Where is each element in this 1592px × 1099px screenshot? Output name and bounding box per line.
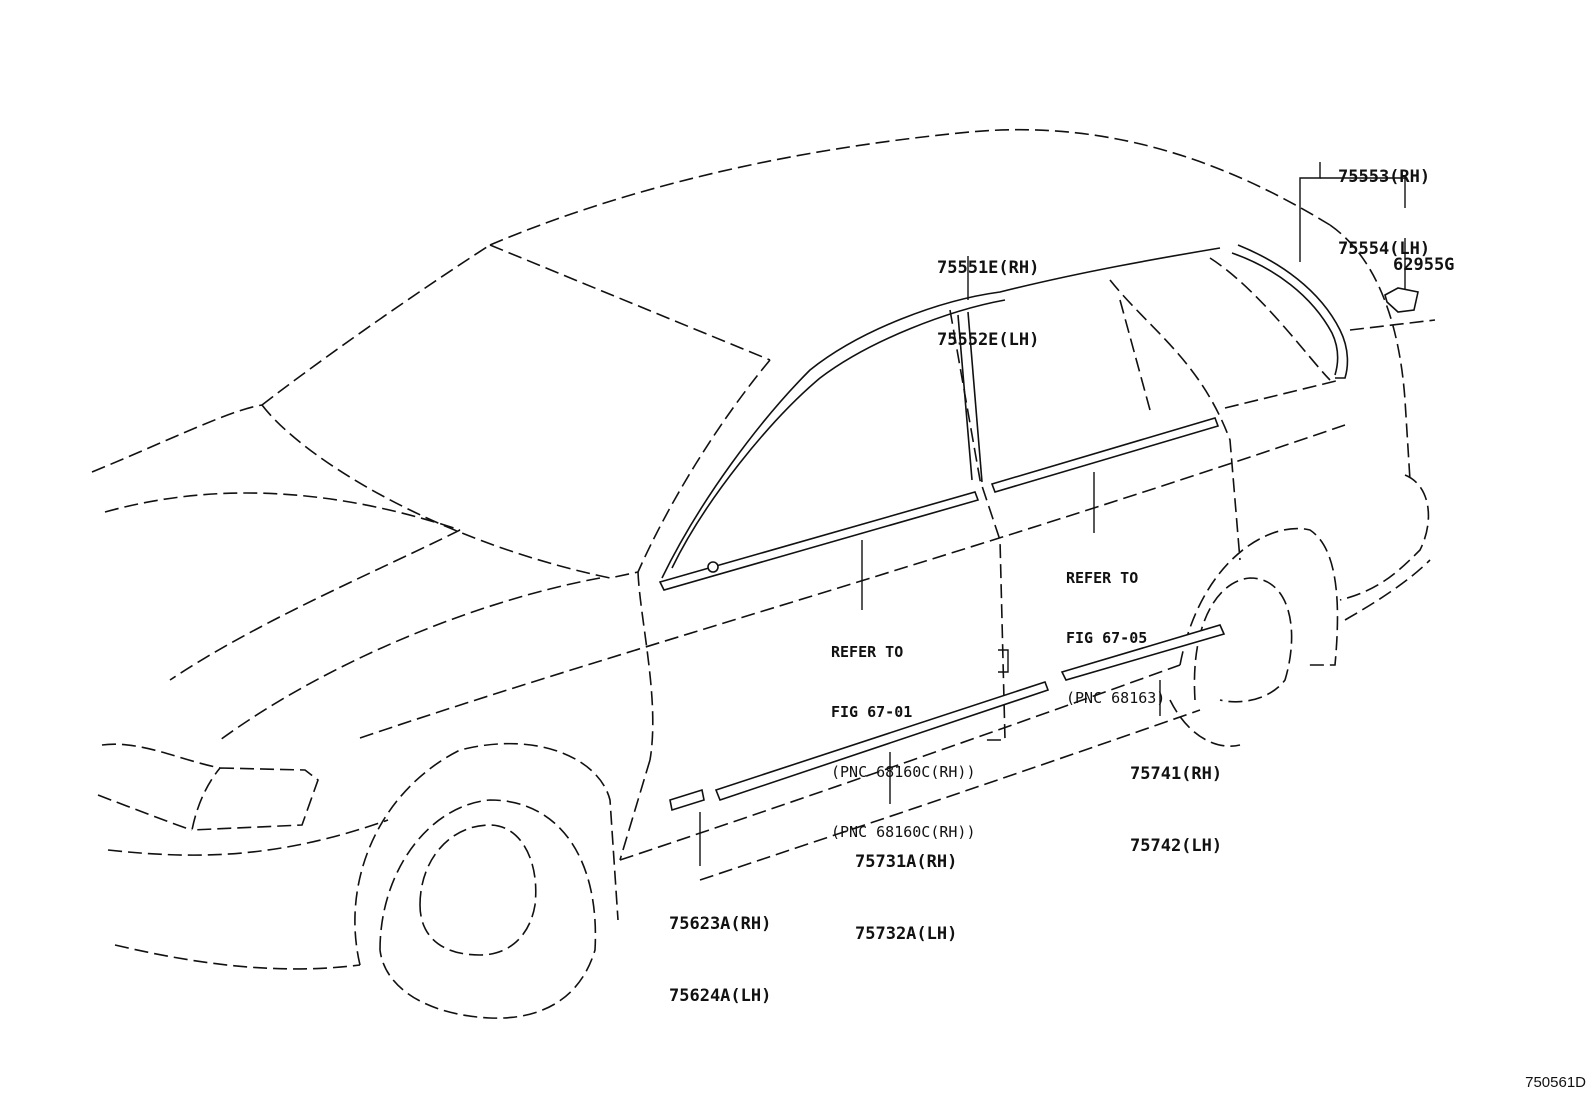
part-number-lh: 75732A(LH) bbox=[855, 924, 958, 944]
refer-note-fig-67-01: REFER TO FIG 67-01 (PNC 68160C(RH)) (PNC… bbox=[831, 602, 976, 882]
refer-line: REFER TO bbox=[1066, 569, 1139, 587]
refer-line: REFER TO bbox=[831, 643, 904, 661]
part-number-lh: 75742(LH) bbox=[1130, 836, 1223, 856]
pnc-ref-rh: (PNC 68160C(RH)) bbox=[831, 763, 976, 781]
part-number-rh: 75553(RH) bbox=[1338, 167, 1431, 187]
part-label-75623a: 75623A(RH) 75624A(LH) bbox=[669, 864, 771, 1056]
part-label-75741: 75741(RH) 75742(LH) bbox=[1130, 714, 1222, 906]
pnc-ref-second: (PNC 68160C(RH)) bbox=[831, 823, 976, 841]
part-number-lh: 75554(LH) bbox=[1338, 239, 1431, 259]
pnc-ref: (PNC 68163) bbox=[1066, 689, 1166, 707]
part-number: 62955G bbox=[1393, 255, 1455, 275]
figure-ref: FIG 67-05 bbox=[1066, 629, 1148, 647]
part-label-75551e: 75551E(RH) 75552E(LH) bbox=[937, 208, 1039, 400]
part-number-rh: 75731A(RH) bbox=[855, 852, 958, 872]
part-number-rh: 75551E(RH) bbox=[937, 258, 1040, 278]
diagram-id: 750561D bbox=[1525, 1074, 1586, 1091]
part-number-lh: 75624A(LH) bbox=[669, 986, 772, 1006]
part-number-lh: 75552E(LH) bbox=[937, 330, 1040, 350]
part-label-75553: 75553(RH) 75554(LH) bbox=[1338, 117, 1430, 309]
part-label-75731a: 75731A(RH) 75732A(LH) bbox=[855, 802, 957, 994]
figure-ref: FIG 67-01 bbox=[831, 703, 913, 721]
part-label-62955g: 62955G bbox=[1393, 205, 1454, 325]
part-number-rh: 75623A(RH) bbox=[669, 914, 772, 934]
part-number-rh: 75741(RH) bbox=[1130, 764, 1223, 784]
refer-note-fig-67-05: REFER TO FIG 67-05 (PNC 68163) bbox=[1066, 528, 1165, 748]
